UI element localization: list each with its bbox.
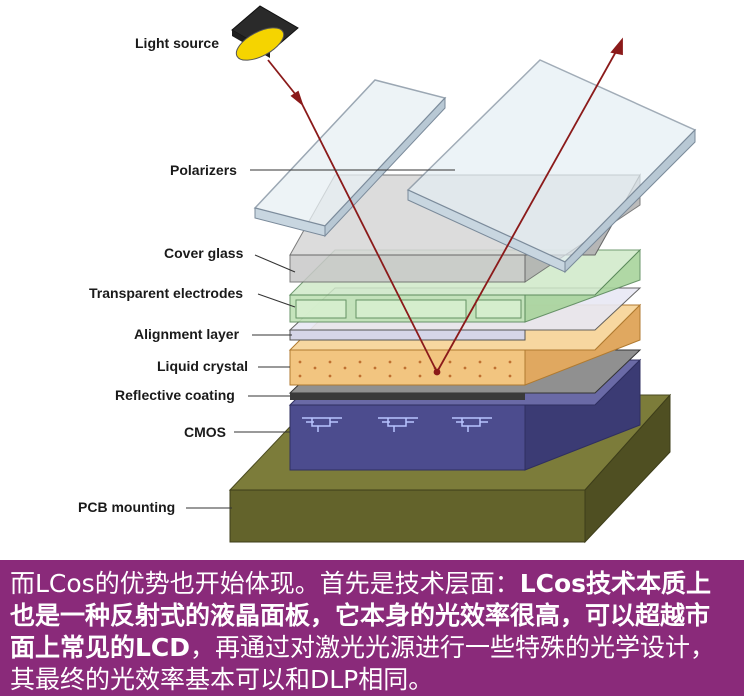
lcos-structure-diagram: Light source Polarizers Cover glass Tran… — [78, 5, 697, 544]
label-reflective-coating: Reflective coating — [115, 387, 235, 403]
light-beam — [267, 37, 623, 376]
label-cover-glass: Cover glass — [164, 245, 244, 261]
caption-part3: ，再通过对激光光源进行一些特殊的光学设计，其最终的光效率基本可以和DLP相同。 — [10, 633, 716, 694]
label-polarizers: Polarizers — [170, 162, 237, 178]
light-source-icon — [231, 5, 299, 61]
label-liquid-crystal: Liquid crystal — [157, 358, 248, 374]
leader-lines — [186, 169, 455, 509]
label-light-source: Light source — [135, 35, 219, 51]
label-transparent-electrodes: Transparent electrodes — [89, 285, 243, 301]
label-pcb-mounting: PCB mounting — [78, 499, 175, 515]
caption-text: 而LCos的优势也开始体现。首先是技术层面：LCos技术本质上也是一种反射式的液… — [0, 560, 744, 696]
caption-bold: LCos技术本质上也是一种反射式的液晶面板，它本身的光效率很高，可以超越市面上常… — [10, 569, 712, 662]
label-cmos: CMOS — [184, 424, 226, 440]
label-alignment-layer: Alignment layer — [134, 326, 240, 342]
caption-part1: 而LCos的优势也开始体现。首先是技术层面： — [10, 569, 520, 598]
polarizer-left — [253, 79, 447, 238]
cmos-circuit-pattern — [302, 417, 492, 432]
